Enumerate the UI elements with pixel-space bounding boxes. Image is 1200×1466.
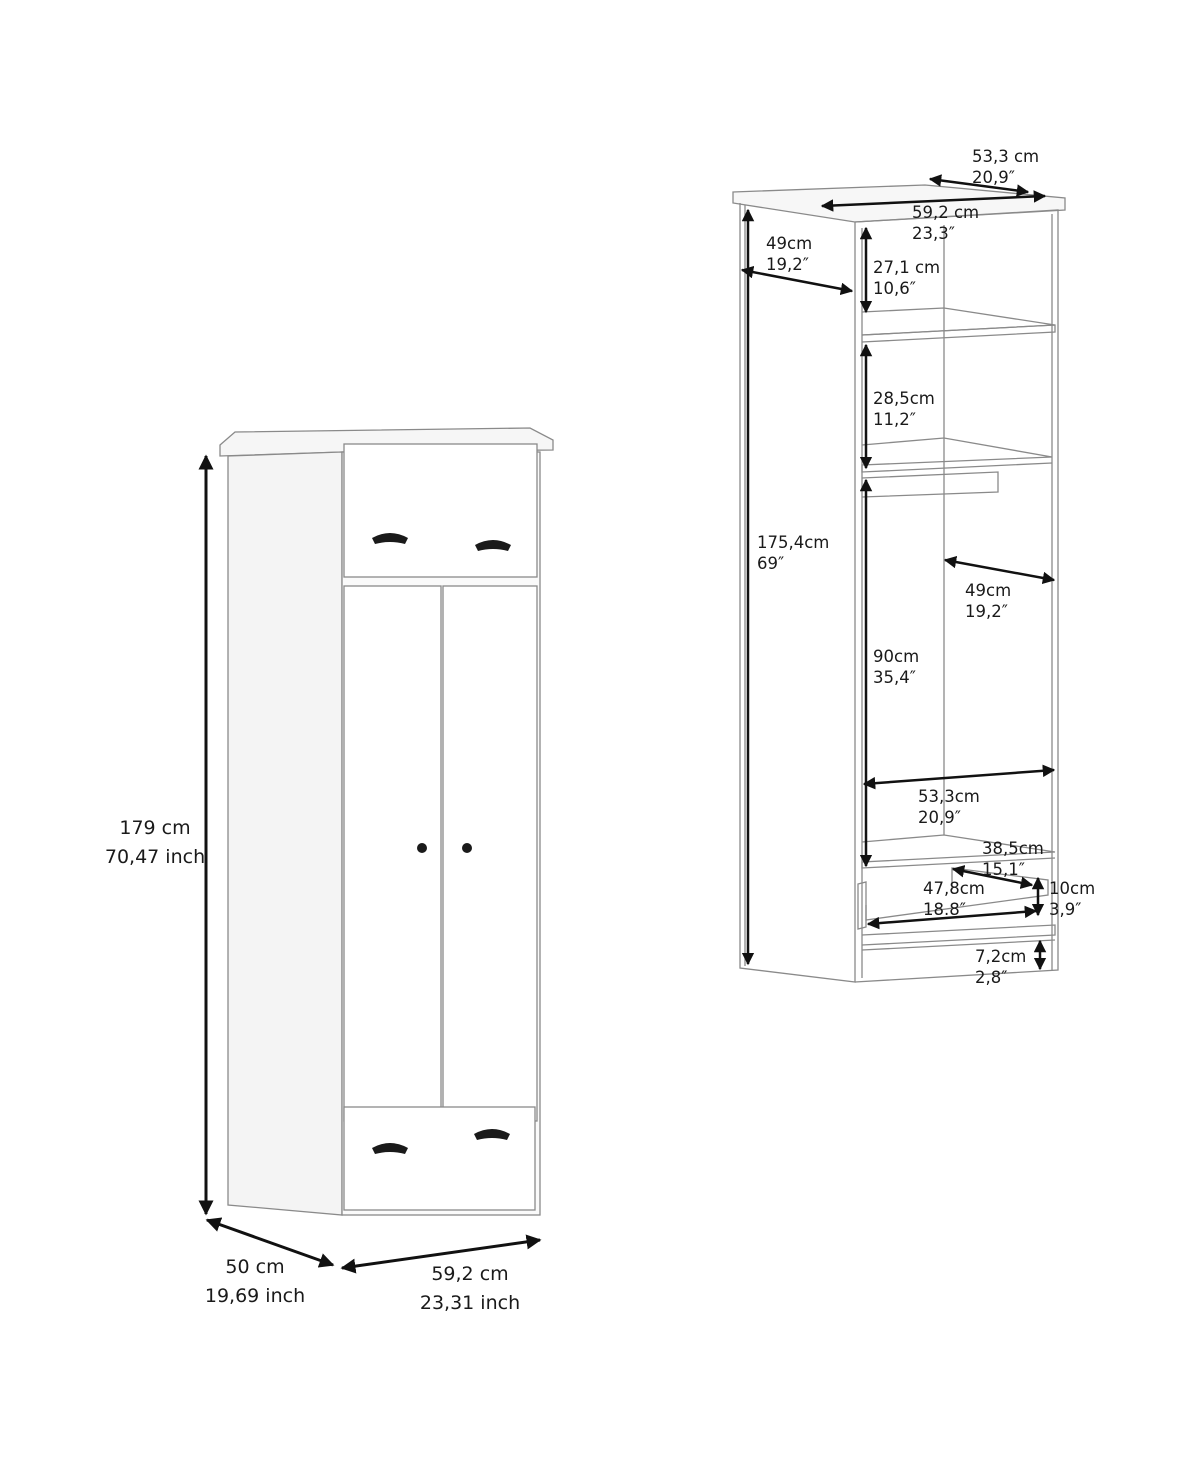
width-label: 59,2 cm 23,31 inch [405, 1260, 535, 1318]
drawer-height-inch: 3,9″ [1049, 900, 1082, 919]
side-depth-cm: 49cm [766, 234, 813, 253]
top-depth-cm: 53,3 cm [972, 147, 1040, 166]
top-depth-label: 53,3 cm 20,9″ [972, 146, 1039, 188]
hanging-depth-label: 49cm 19,2″ [965, 580, 1011, 622]
top-width-cm: 59,2 cm [912, 203, 980, 222]
drawer-depth-cm: 47,8cm [923, 879, 985, 898]
top-depth-inch: 20,9″ [972, 168, 1015, 187]
hanging-depth-cm: 49cm [965, 581, 1012, 600]
hanging-height-cm: 90cm [873, 647, 920, 666]
height-label: 179 cm 70,47 inch [100, 814, 210, 872]
side-depth-label: 49cm 19,2″ [766, 233, 812, 275]
base-height-label: 7,2cm 2,8″ [975, 946, 1026, 988]
base-height-inch: 2,8″ [975, 968, 1008, 987]
drawer-depth-inch: 18.8″ [923, 900, 966, 919]
base-height-cm: 7,2cm [975, 947, 1027, 966]
top-width-inch: 23,3″ [912, 224, 955, 243]
drawer-handle-icon [372, 1143, 408, 1154]
drawer-handle-icon [372, 533, 408, 544]
hanging-height-inch: 35,4″ [873, 668, 916, 687]
height-cm: 179 cm [119, 817, 191, 839]
inner-width-inch: 20,9″ [918, 808, 961, 827]
drawer-width-label: 38,5cm 15,1″ [982, 838, 1044, 880]
second-shelf-height-label: 28,5cm 11,2″ [873, 388, 935, 430]
inner-width-label: 53,3cm 20,9″ [918, 786, 980, 828]
width-cm: 59,2 cm [431, 1263, 509, 1285]
hanging-depth-inch: 19,2″ [965, 602, 1008, 621]
height-inch: 70,47 inch [104, 846, 206, 868]
left-door [343, 585, 442, 1122]
bottom-drawer [343, 1106, 536, 1211]
right-door [442, 585, 538, 1122]
top-drawer [343, 443, 538, 578]
drawer-handle-icon [474, 1129, 510, 1140]
door-knob-icon [462, 843, 472, 853]
depth-inch: 19,69 inch [204, 1285, 306, 1307]
interior-dimension-arrows [740, 174, 1056, 971]
door-knob-icon [417, 843, 427, 853]
drawer-width-inch: 15,1″ [982, 860, 1025, 879]
drawer-height-cm: 10cm [1049, 879, 1096, 898]
inner-height-inch: 69″ [757, 554, 785, 573]
second-shelf-inch: 11,2″ [873, 410, 916, 429]
handles [372, 533, 511, 1154]
drawer-width-cm: 38,5cm [982, 839, 1044, 858]
top-shelf-height-label: 27,1 cm 10,6″ [873, 257, 940, 299]
depth-cm: 50 cm [225, 1256, 285, 1278]
depth-label: 50 cm 19,69 inch [190, 1253, 320, 1311]
inner-height-label: 175,4cm 69″ [757, 532, 829, 574]
width-inch: 23,31 inch [419, 1292, 521, 1314]
top-width-label: 59,2 cm 23,3″ [912, 202, 979, 244]
inner-height-cm: 175,4cm [757, 533, 830, 552]
drawer-depth-label: 47,8cm 18.8″ [923, 878, 985, 920]
hanging-height-label: 90cm 35,4″ [873, 646, 919, 688]
front-view-cabinet [219, 427, 554, 1216]
drawer-height-label: 10cm 3,9″ [1049, 878, 1095, 920]
drawer-handle-icon [475, 540, 511, 551]
top-shelf-inch: 10,6″ [873, 279, 916, 298]
inner-width-cm: 53,3cm [918, 787, 980, 806]
top-shelf-cm: 27,1 cm [873, 258, 941, 277]
second-shelf-cm: 28,5cm [873, 389, 935, 408]
front-dimension-arrows [198, 454, 542, 1274]
side-depth-inch: 19,2″ [766, 255, 809, 274]
